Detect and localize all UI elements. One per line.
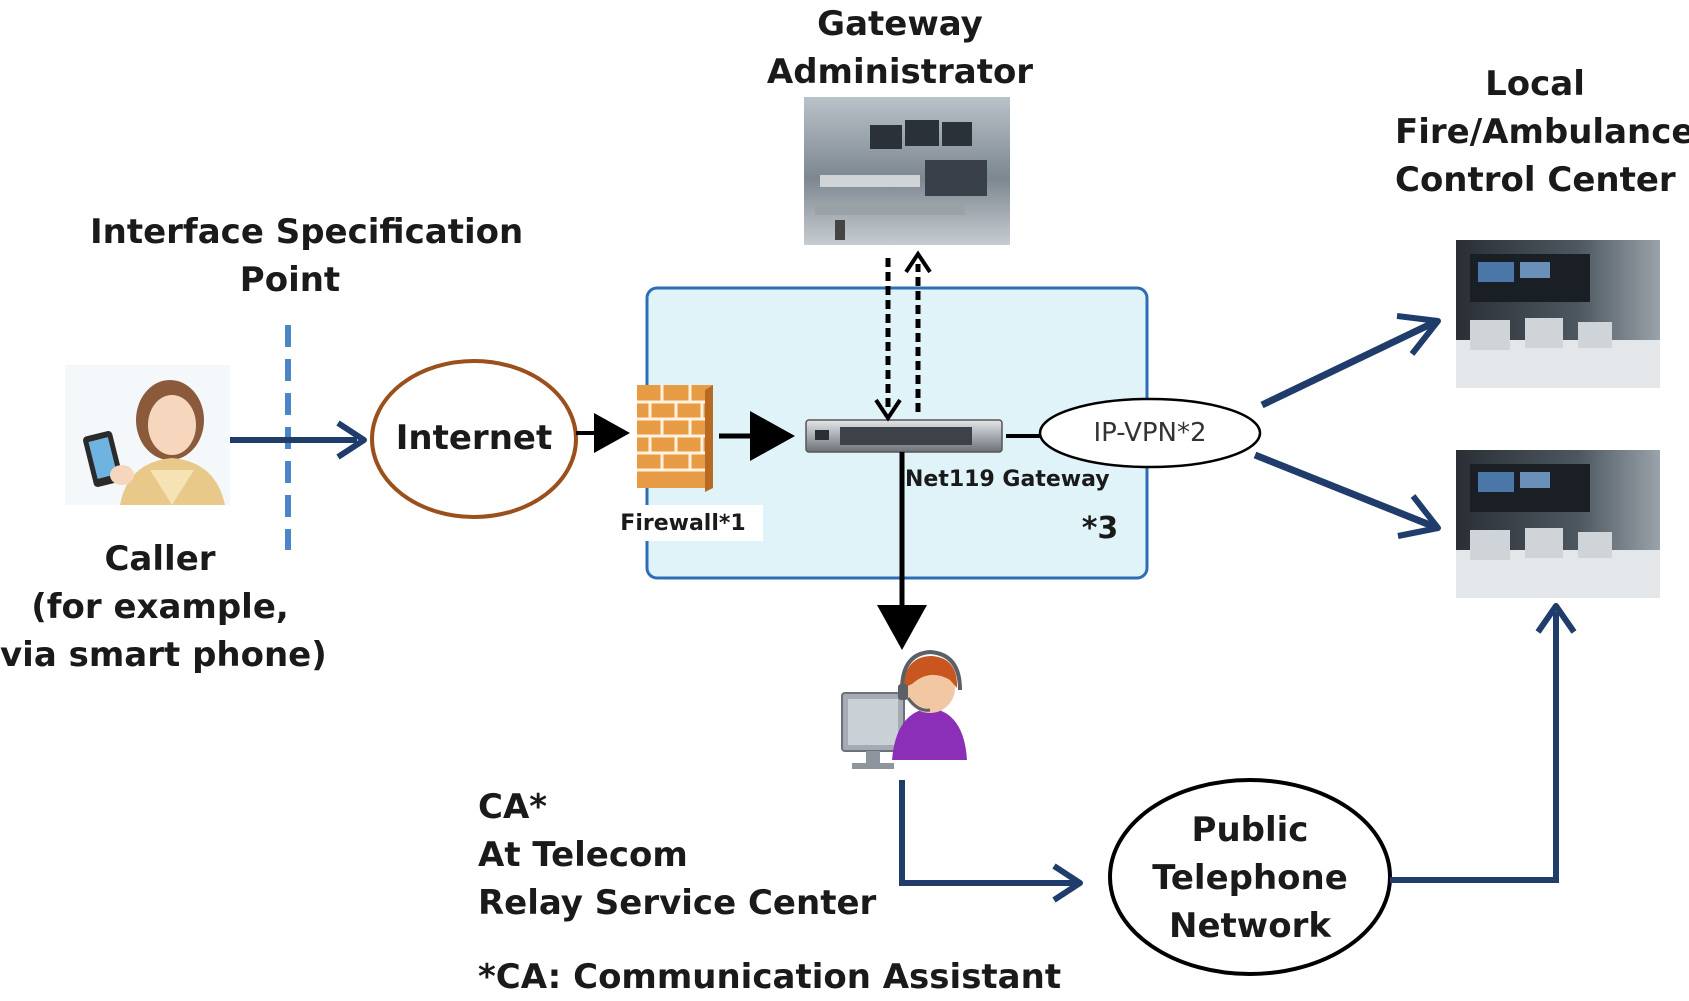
firewall-label: Firewall*1 (620, 511, 746, 536)
vpn-to-center-lower (1253, 451, 1437, 531)
gateway-label: Net119 Gateway (905, 467, 1110, 492)
woman-with-smartphone-icon (65, 365, 230, 505)
ca-footnote: *CA: Communication Assistant (478, 957, 1062, 997)
ca-to-pstn-arrow (899, 780, 1075, 886)
vpn-to-center-upper (1260, 318, 1437, 409)
pstn-label: Public Telephone Network (1152, 810, 1348, 946)
control-center-label: Local Fire/Ambulance Control Center (1395, 64, 1689, 200)
ca-label: CA* At Telecom Relay Service Center (478, 787, 877, 923)
pstn-to-center-arrow (1390, 612, 1559, 883)
ipvpn-node (1038, 397, 1262, 469)
brick-firewall-icon (637, 385, 713, 492)
control-room-photo (804, 97, 1010, 245)
headset-operator-icon (841, 649, 967, 769)
gateway-admin-label: Gateway Administrator (766, 4, 1034, 92)
dispatch-center-photo (1456, 450, 1660, 598)
note3-label: *3 (1081, 511, 1119, 546)
caller-label: Caller (for example, via smart phone) (0, 539, 327, 675)
ipvpn-label: IP-VPN*2 (1093, 418, 1207, 448)
rack-server-icon (805, 419, 1003, 453)
interface-point-label: Interface Specification Point (90, 212, 524, 300)
internet-node (370, 359, 578, 519)
internet-label: Internet (395, 418, 553, 458)
dispatch-center-photo (1456, 240, 1660, 388)
